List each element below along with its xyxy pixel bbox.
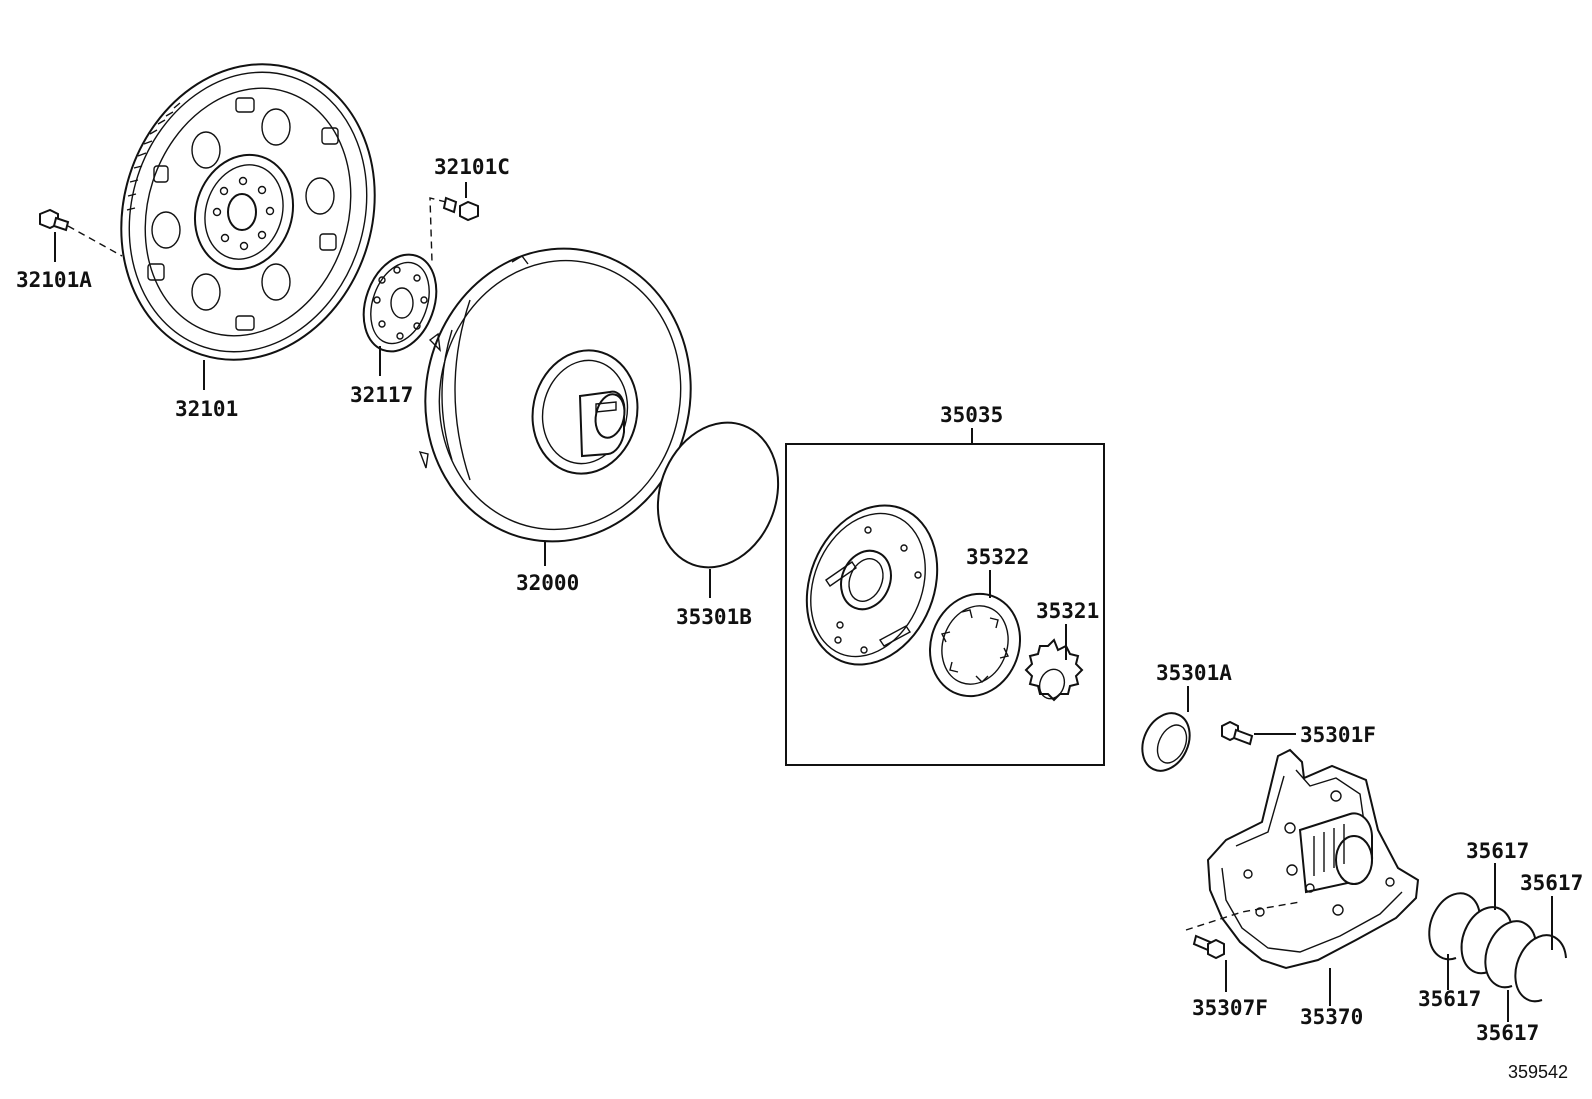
callout-35035[interactable]: 35035: [940, 403, 1003, 427]
callout-35370[interactable]: 35370: [1300, 1005, 1363, 1029]
outer-gear-35322[interactable]: [916, 581, 1034, 709]
callout-35301A[interactable]: 35301A: [1156, 661, 1232, 685]
assembly-box-35035: [785, 443, 1105, 766]
pump-plate[interactable]: [784, 486, 960, 685]
callout-35322[interactable]: 35322: [966, 545, 1029, 569]
bolt-35307F[interactable]: [1192, 934, 1225, 960]
bolt-35301F[interactable]: [1221, 720, 1254, 746]
callout-35617-right[interactable]: 35617: [1520, 871, 1583, 895]
callout-35617-bottom[interactable]: 35617: [1476, 1021, 1539, 1045]
callout-32101C[interactable]: 32101C: [434, 155, 510, 179]
snap-rings-35617[interactable]: [1428, 892, 1567, 1003]
callouts: 32101A 32101 32101C 32117 32000 35301B 3…: [16, 155, 1583, 1082]
callout-35301F[interactable]: 35301F: [1300, 723, 1376, 747]
oil-seal-35301A[interactable]: [1133, 706, 1198, 779]
leader-lines: [54, 182, 1553, 1022]
callout-32117[interactable]: 32117: [350, 383, 413, 407]
bolt-32101A[interactable]: [39, 208, 70, 232]
callout-32101A[interactable]: 32101A: [16, 268, 92, 292]
callout-35617-top[interactable]: 35617: [1466, 839, 1529, 863]
callout-32000[interactable]: 32000: [516, 571, 579, 595]
torque-converter-32000[interactable]: [398, 224, 717, 566]
callout-35307F[interactable]: 35307F: [1192, 996, 1268, 1020]
catalog-number: 359542: [1508, 1062, 1568, 1082]
callout-35301B[interactable]: 35301B: [676, 605, 752, 629]
plate-32117[interactable]: [351, 244, 449, 361]
o-ring-35301B[interactable]: [638, 406, 798, 585]
oil-pump-body-35370[interactable]: [1206, 748, 1420, 970]
bolt-32101C[interactable]: [442, 196, 479, 222]
inner-gear-35321[interactable]: [1024, 638, 1084, 702]
callout-32101[interactable]: 32101: [175, 397, 238, 421]
callout-35321[interactable]: 35321: [1036, 599, 1099, 623]
callout-35617-left[interactable]: 35617: [1418, 987, 1481, 1011]
drive-plate-32101[interactable]: [84, 31, 413, 393]
